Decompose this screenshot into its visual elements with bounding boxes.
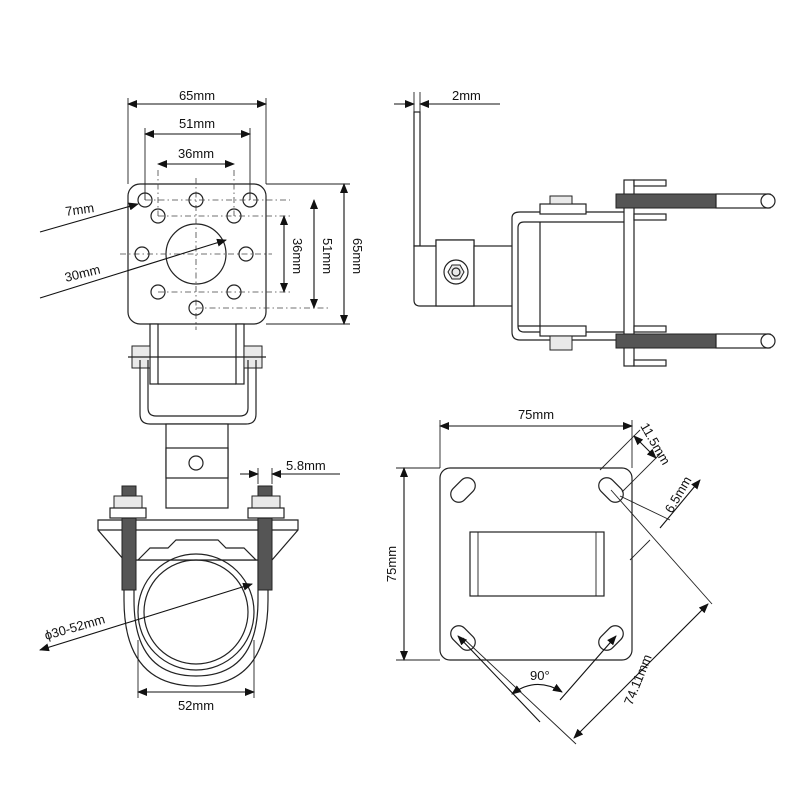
hinge-bracket [128,323,266,425]
threaded-rod [615,193,717,209]
dim-base-height: 75mm [384,546,399,582]
dim-base-width: 75mm [518,407,554,422]
clamp-plate [623,179,635,367]
front-dimensions: 65mm 51mm 36mm 7mm 30mm 36mm 51mm [39,88,365,713]
slot [598,477,624,503]
neck [165,423,229,509]
mount-hole [150,208,166,224]
dim-hole-diameter: 7mm [64,200,95,219]
side-view: 2mm [394,88,776,367]
dim-center-hole: 30mm [63,262,102,285]
dim-hole-spacing-outer: 51mm [179,116,215,131]
dim-slot-angle: 90° [530,668,550,683]
pipe-clamp [97,485,299,687]
dim-clamp-width: 52mm [178,698,214,713]
dim-plate-height-36: 36mm [290,238,305,274]
nut [113,495,143,509]
dim-hole-spacing-inner: 36mm [178,146,214,161]
mount-hole [188,300,204,316]
nut [251,495,281,509]
dim-slot-width: 6.5mm [662,474,695,516]
threaded-rod [615,333,717,349]
pipe-outline [137,553,255,671]
dim-plate-height-65: 65mm [350,238,365,274]
mounting-plate [120,170,330,330]
dim-plate-width: 65mm [179,88,215,103]
thin-plate [413,111,421,247]
mount-hole [150,284,166,300]
dim-plate-height-51: 51mm [320,238,335,274]
mount-hole [134,246,150,262]
dim-plate-thickness: 2mm [452,88,481,103]
nut [447,264,465,280]
front-view: 65mm 51mm 36mm 7mm 30mm 36mm 51mm [39,88,365,713]
base-plate-view: 75mm 75mm 11.5mm 6.5mm 74.11mm 90° [384,407,713,745]
mount-hole [238,246,254,262]
dim-bolt-width: 5.8mm [286,458,326,473]
dim-pipe-range: ϕ30-52mm [43,611,107,643]
dim-slot-length: 11.5mm [637,420,673,467]
dim-slot-diagonal: 74.11mm [621,652,655,707]
